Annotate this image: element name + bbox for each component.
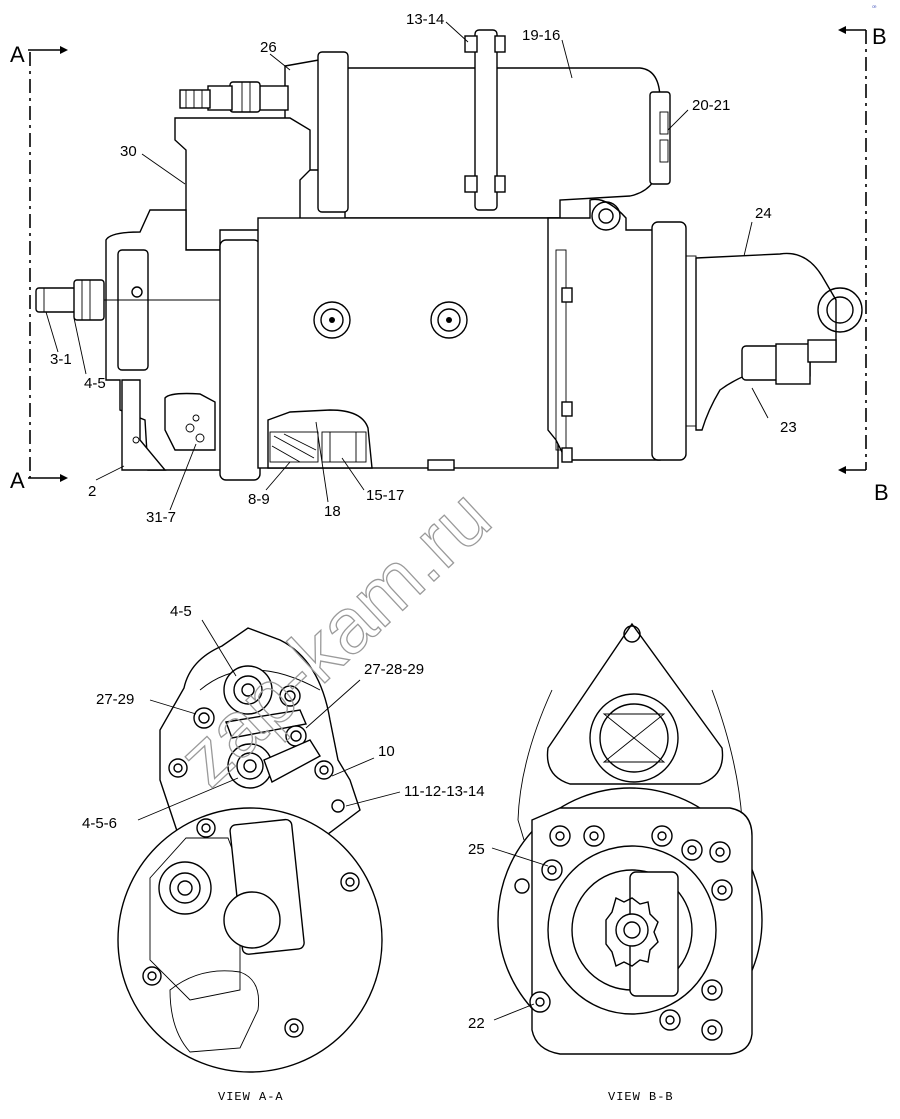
callout-26: 26 (260, 39, 277, 56)
callout-31-7: 31-7 (146, 509, 176, 526)
callout-labels: 13-14 19-16 26 20-21 30 24 3-1 4-5 23 2 … (50, 11, 797, 1032)
callout-4-5-6: 4-5-6 (82, 815, 117, 832)
callout-24: 24 (755, 205, 772, 222)
callout-13-14: 13-14 (406, 11, 444, 28)
callout-10: 10 (378, 743, 395, 760)
callout-4-5-view-a: 4-5 (170, 603, 192, 620)
section-a-top-label: A (10, 42, 25, 67)
side-view-leaders (45, 21, 769, 511)
callout-15-17: 15-17 (366, 487, 404, 504)
callout-30: 30 (120, 143, 137, 160)
callout-3-1: 3-1 (50, 351, 72, 368)
starter-side-view (35, 29, 863, 481)
callout-20-21: 20-21 (692, 97, 730, 114)
view-b-b-leaders (491, 847, 549, 1021)
callout-23: 23 (780, 419, 797, 436)
section-b-marker: B B (838, 24, 889, 505)
callout-8-9: 8-9 (248, 491, 270, 508)
callout-2: 2 (88, 483, 96, 500)
callout-27-29: 27-29 (96, 691, 134, 708)
view-b-b-caption: VIEW B-B (608, 1090, 674, 1104)
view-a-a-drawing (117, 627, 383, 1073)
callout-19-16: 19-16 (522, 27, 560, 44)
view-a-a-leaders (137, 619, 401, 821)
callout-22: 22 (468, 1015, 485, 1032)
callout-4-5: 4-5 (84, 375, 106, 392)
callout-18: 18 (324, 503, 341, 520)
section-a-bottom-label: A (10, 468, 25, 493)
callout-25: 25 (468, 841, 485, 858)
callout-27-28-29: 27-28-29 (364, 661, 424, 678)
section-b-top-label: B (872, 24, 887, 49)
callout-11-12-13-14: 11-12-13-14 (404, 783, 485, 800)
view-a-a-caption: VIEW A-A (218, 1090, 284, 1104)
section-a-marker: A A (10, 42, 68, 493)
section-b-bottom-label: B (874, 480, 889, 505)
corner-mark: ꟹ (872, 5, 877, 12)
view-b-b-drawing (497, 622, 763, 1055)
